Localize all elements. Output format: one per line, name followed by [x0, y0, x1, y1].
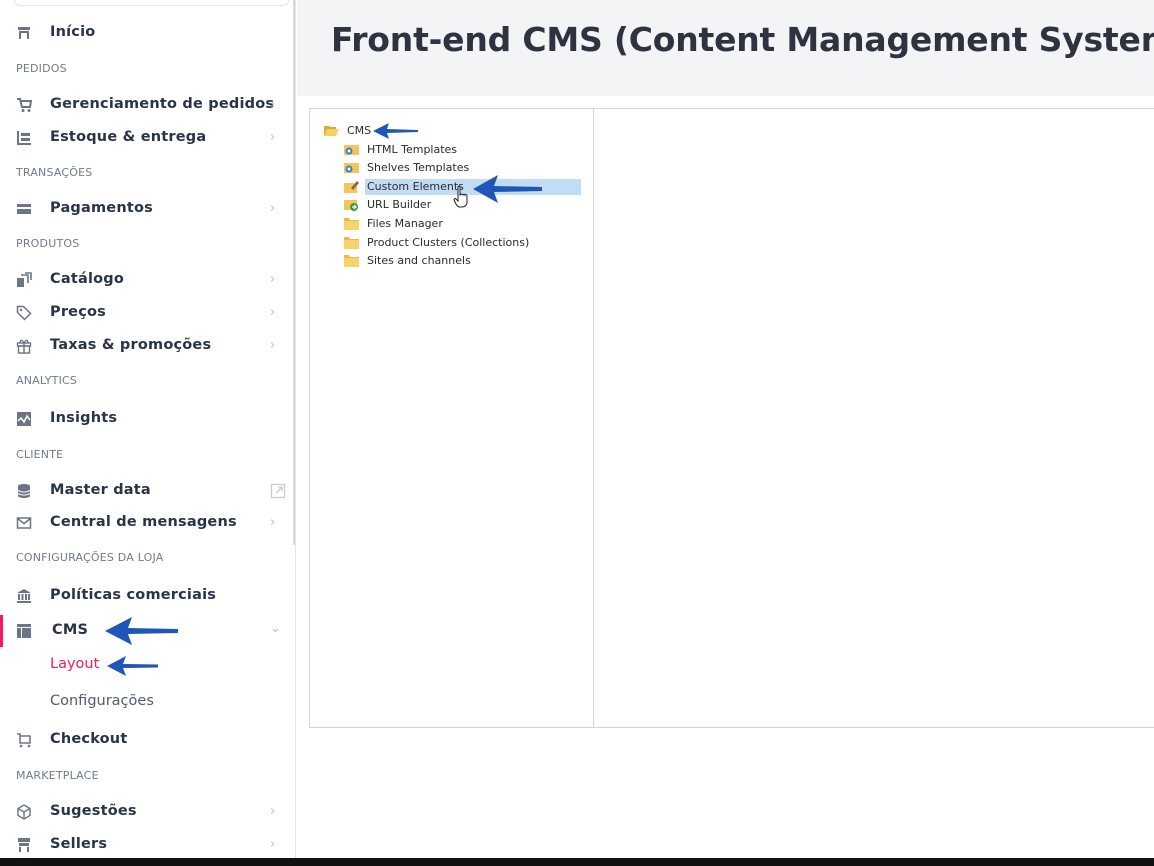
chevron-right-icon: ›: [270, 338, 276, 353]
cart-icon: [16, 97, 34, 113]
mail-icon: [16, 515, 34, 531]
sidebar: Início PEDIDOS Gerenciamento de pedidos …: [0, 0, 296, 858]
insights-chart-icon: [16, 411, 34, 427]
sidebar-item-label: Insights: [50, 410, 118, 426]
cms-detail-panel: [595, 109, 1154, 727]
section-label-configuracoes-loja: CONFIGURAÇÕES DA LOJA: [16, 551, 164, 564]
gift-icon: [16, 338, 34, 354]
section-label-cliente: CLIENTE: [16, 448, 64, 461]
sidebar-item-taxas-promocoes[interactable]: Taxas & promoções ›: [0, 332, 290, 360]
sidebar-item-catalogo[interactable]: Catálogo ›: [0, 266, 290, 294]
sidebar-item-sellers[interactable]: Sellers ›: [0, 831, 290, 858]
chevron-right-icon: ›: [270, 130, 276, 145]
tree-node-label: Shelves Templates: [367, 161, 470, 174]
page-header: Front-end CMS (Content Management System…: [297, 0, 1154, 96]
section-label-marketplace: MARKETPLACE: [16, 769, 99, 782]
chevron-right-icon: ›: [270, 97, 276, 112]
annotation-arrow-cms-menu: [105, 617, 178, 645]
sidebar-item-cms[interactable]: CMS ⌄: [0, 617, 290, 645]
bank-icon: [16, 588, 34, 604]
sidebar-item-label: Catálogo: [50, 271, 125, 287]
sidebar-item-label: Master data: [50, 482, 151, 498]
sidebar-item-central-mensagens[interactable]: Central de mensagens ›: [0, 509, 290, 537]
tree-node-label: HTML Templates: [367, 143, 458, 156]
sidebar-subitem-configuracoes[interactable]: Configurações: [50, 693, 154, 709]
sidebar-item-label: Gerenciamento de pedidos: [50, 96, 275, 112]
folder-icon: [344, 254, 359, 267]
sidebar-subitem-layout[interactable]: Layout: [50, 656, 100, 672]
chevron-right-icon: ›: [270, 837, 276, 852]
database-icon: [16, 483, 34, 499]
chevron-right-icon: ›: [270, 305, 276, 320]
sidebar-item-pagamentos[interactable]: Pagamentos ›: [0, 195, 290, 223]
sidebar-item-label: Preços: [50, 304, 106, 320]
active-indicator: [0, 615, 3, 647]
tree-node-label: Product Clusters (Collections): [367, 236, 530, 249]
sidebar-item-label: Estoque & entrega: [50, 129, 207, 145]
section-label-produtos: PRODUTOS: [16, 237, 80, 250]
price-tag-icon: [16, 305, 34, 321]
annotation-arrow-layout: [107, 656, 158, 676]
sidebar-item-sugestoes[interactable]: Sugestões ›: [0, 798, 290, 826]
sidebar-item-gerenciamento-pedidos[interactable]: Gerenciamento de pedidos ›: [0, 91, 290, 119]
annotation-arrow-custom-elements: [473, 175, 542, 203]
url-builder-icon: [344, 198, 359, 211]
page-title: Front-end CMS (Content Management System…: [331, 20, 1154, 59]
sidebar-item-label: Pagamentos: [50, 200, 153, 216]
tree-node-label: URL Builder: [367, 198, 432, 211]
sidebar-item-label: Início: [50, 24, 96, 40]
folder-icon: [344, 217, 359, 230]
sidebar-scrollbar[interactable]: [293, 0, 295, 545]
seller-store-icon: [16, 837, 34, 853]
template-icon: [344, 161, 359, 174]
inventory-icon: [16, 130, 34, 146]
folder-icon: [344, 236, 359, 249]
sidebar-item-label: Central de mensagens: [50, 514, 237, 530]
sidebar-item-label: Taxas & promoções: [50, 337, 212, 353]
layout-icon: [16, 623, 34, 639]
store-icon: [16, 25, 34, 41]
sidebar-item-label: Checkout: [50, 731, 128, 747]
custom-element-icon: [344, 180, 359, 193]
annotation-arrow-cms-tree: [373, 123, 418, 139]
tree-node-label: CMS: [347, 124, 372, 137]
cms-tree-panel: CMS HTML Templates Shelves Templates Cus…: [310, 109, 594, 727]
sidebar-item-politicas-comerciais[interactable]: Políticas comerciais: [0, 582, 290, 610]
template-icon: [344, 143, 359, 156]
chevron-down-icon: ⌄: [270, 621, 281, 636]
catalog-icon: [16, 272, 34, 288]
sidebar-item-insights[interactable]: Insights: [0, 405, 290, 433]
chevron-right-icon: ›: [270, 201, 276, 216]
tree-node-label: Files Manager: [367, 217, 443, 230]
sidebar-item-label: Sellers: [50, 836, 108, 852]
section-label-pedidos: PEDIDOS: [16, 62, 67, 75]
open-folder-icon: [324, 124, 339, 137]
sidebar-item-master-data[interactable]: Master data: [0, 477, 290, 505]
screen-bottom-border: [0, 858, 1154, 866]
sidebar-item-label: Políticas comerciais: [50, 587, 217, 603]
sidebar-item-estoque-entrega[interactable]: Estoque & entrega ›: [0, 124, 290, 152]
section-label-analytics: ANALYTICS: [16, 374, 78, 387]
credit-card-icon: [16, 201, 34, 217]
chevron-right-icon: ›: [270, 804, 276, 819]
external-link-icon: [270, 483, 286, 499]
sidebar-item-checkout[interactable]: Checkout: [0, 726, 290, 754]
sidebar-item-inicio[interactable]: Início: [0, 19, 290, 47]
checkout-cart-icon: [16, 732, 34, 748]
cms-frame: CMS HTML Templates Shelves Templates Cus…: [309, 108, 1154, 728]
sidebar-item-precos[interactable]: Preços ›: [0, 299, 290, 327]
cube-icon: [16, 804, 34, 820]
sidebar-item-label: CMS: [52, 622, 89, 638]
chevron-right-icon: ›: [270, 272, 276, 287]
sidebar-top-edge: [14, 0, 289, 6]
section-label-transacoes: TRANSAÇÕES: [16, 166, 93, 179]
sidebar-item-label: Sugestões: [50, 803, 137, 819]
hand-pointer-cursor-icon: [453, 185, 468, 208]
tree-node-label: Sites and channels: [367, 254, 471, 267]
chevron-right-icon: ›: [270, 515, 276, 530]
